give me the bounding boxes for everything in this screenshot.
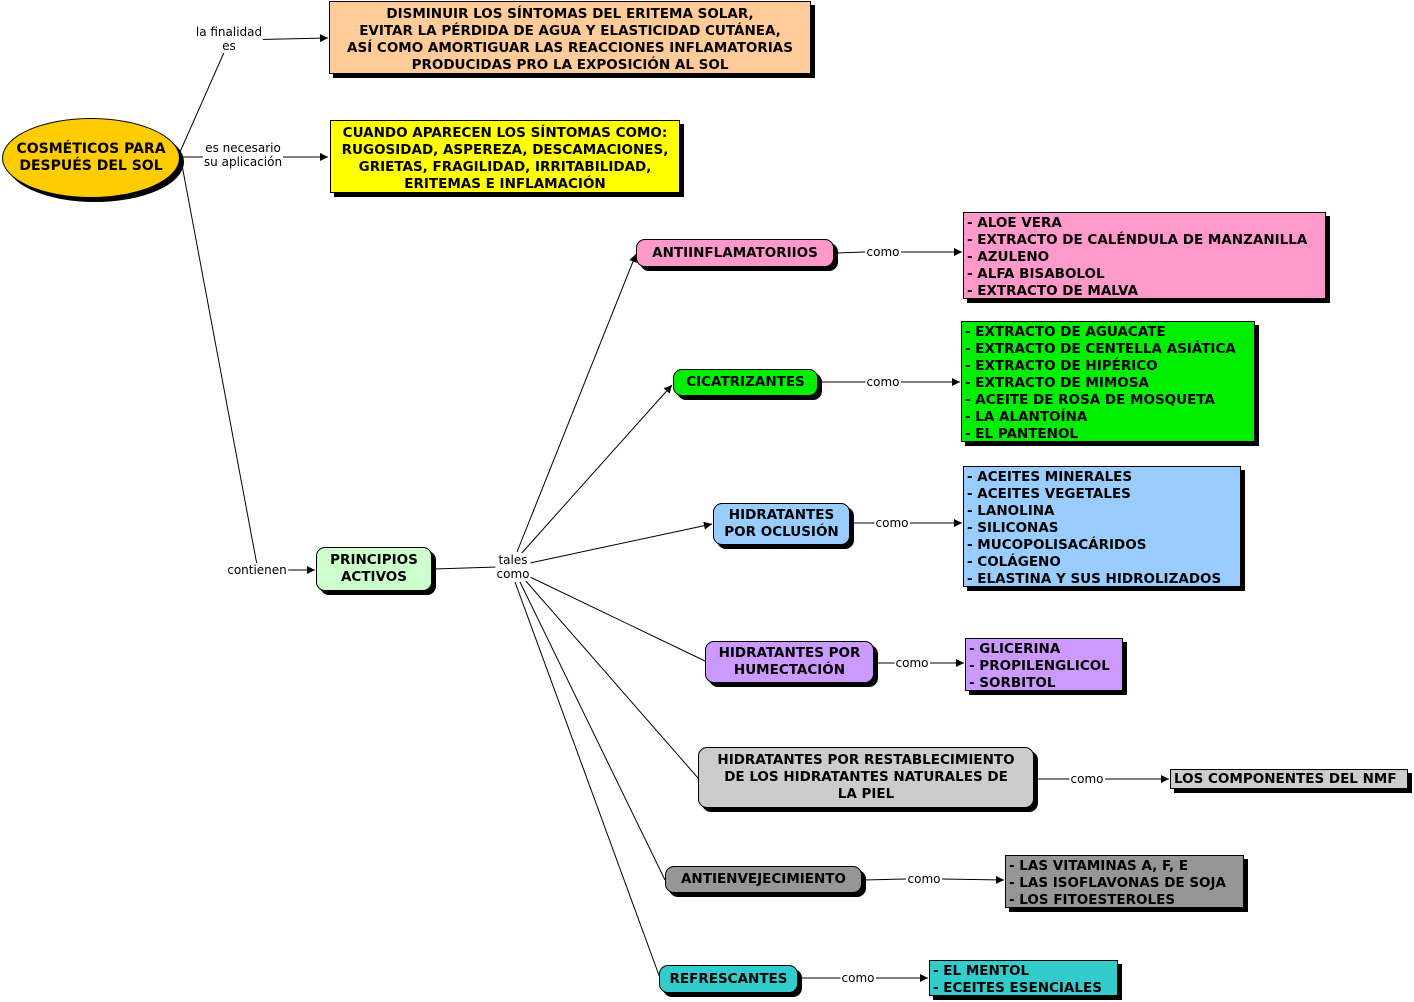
category-refrescantes[interactable]: REFRESCANTES	[659, 965, 798, 993]
link-label-necesario: es necesario su aplicación	[202, 141, 284, 169]
link-label-como-2: como	[865, 375, 901, 389]
link-label-como-1: como	[865, 245, 901, 259]
category-hidratantes-humectacion[interactable]: HIDRATANTES POR HUMECTACIÓN	[705, 641, 874, 683]
items-antienvejecimiento[interactable]: - LAS VITAMINAS A, F, E - LAS ISOFLAVONA…	[1005, 855, 1244, 908]
items-refrescantes[interactable]: - EL MENTOL - ECEITES ESENCIALES	[929, 960, 1118, 996]
link-label-tales-como: tales como	[495, 553, 531, 581]
category-antiinflamatorios[interactable]: ANTIINFLAMATORIIOS	[636, 239, 834, 267]
symptoms-box[interactable]: CUANDO APARECEN LOS SÍNTOMAS COMO: RUGOS…	[330, 120, 680, 193]
items-hidratantes-humectacion[interactable]: - GLICERINA - PROPILENGLICOL - SORBITOL	[965, 638, 1123, 691]
items-antiinflamatorios[interactable]: - ALOE VERA - EXTRACTO DE CALÉNDULA DE M…	[963, 212, 1326, 299]
link-label-como-7: como	[840, 971, 876, 985]
principios-activos-node[interactable]: PRINCIPIOS ACTIVOS	[316, 547, 432, 591]
category-hidratantes-restablecimiento[interactable]: HIDRATANTES POR RESTABLECIMIENTO DE LOS …	[698, 747, 1034, 808]
category-cicatrizantes[interactable]: CICATRIZANTES	[673, 369, 818, 396]
items-hidratantes-restablecimiento[interactable]: LOS COMPONENTES DEL NMF	[1170, 769, 1408, 789]
root-line-1: COSMÉTICOS PARA	[16, 141, 166, 157]
link-label-como-4: como	[894, 656, 930, 670]
link-label-como-3: como	[874, 516, 910, 530]
root-concept-node[interactable]: COSMÉTICOS PARA DESPUÉS DEL SOL	[2, 118, 180, 198]
link-label-como-5: como	[1069, 772, 1105, 786]
items-cicatrizantes[interactable]: - EXTRACTO DE AGUACATE - EXTRACTO DE CEN…	[961, 321, 1255, 442]
category-hidratantes-oclusion[interactable]: HIDRATANTES POR OCLUSIÓN	[713, 503, 850, 545]
purpose-box[interactable]: DISMINUIR LOS SÍNTOMAS DEL ERITEMA SOLAR…	[329, 1, 811, 74]
link-label-finalidad: la finalidad es	[194, 25, 264, 53]
category-antienvejecimiento[interactable]: ANTIENVEJECIMIENTO	[665, 866, 862, 893]
root-line-2: DESPUÉS DEL SOL	[19, 158, 163, 174]
link-label-contienen: contienen	[226, 563, 288, 577]
items-hidratantes-oclusion[interactable]: - ACEITES MINERALES - ACEITES VEGETALES …	[963, 466, 1241, 587]
link-label-como-6: como	[906, 872, 942, 886]
